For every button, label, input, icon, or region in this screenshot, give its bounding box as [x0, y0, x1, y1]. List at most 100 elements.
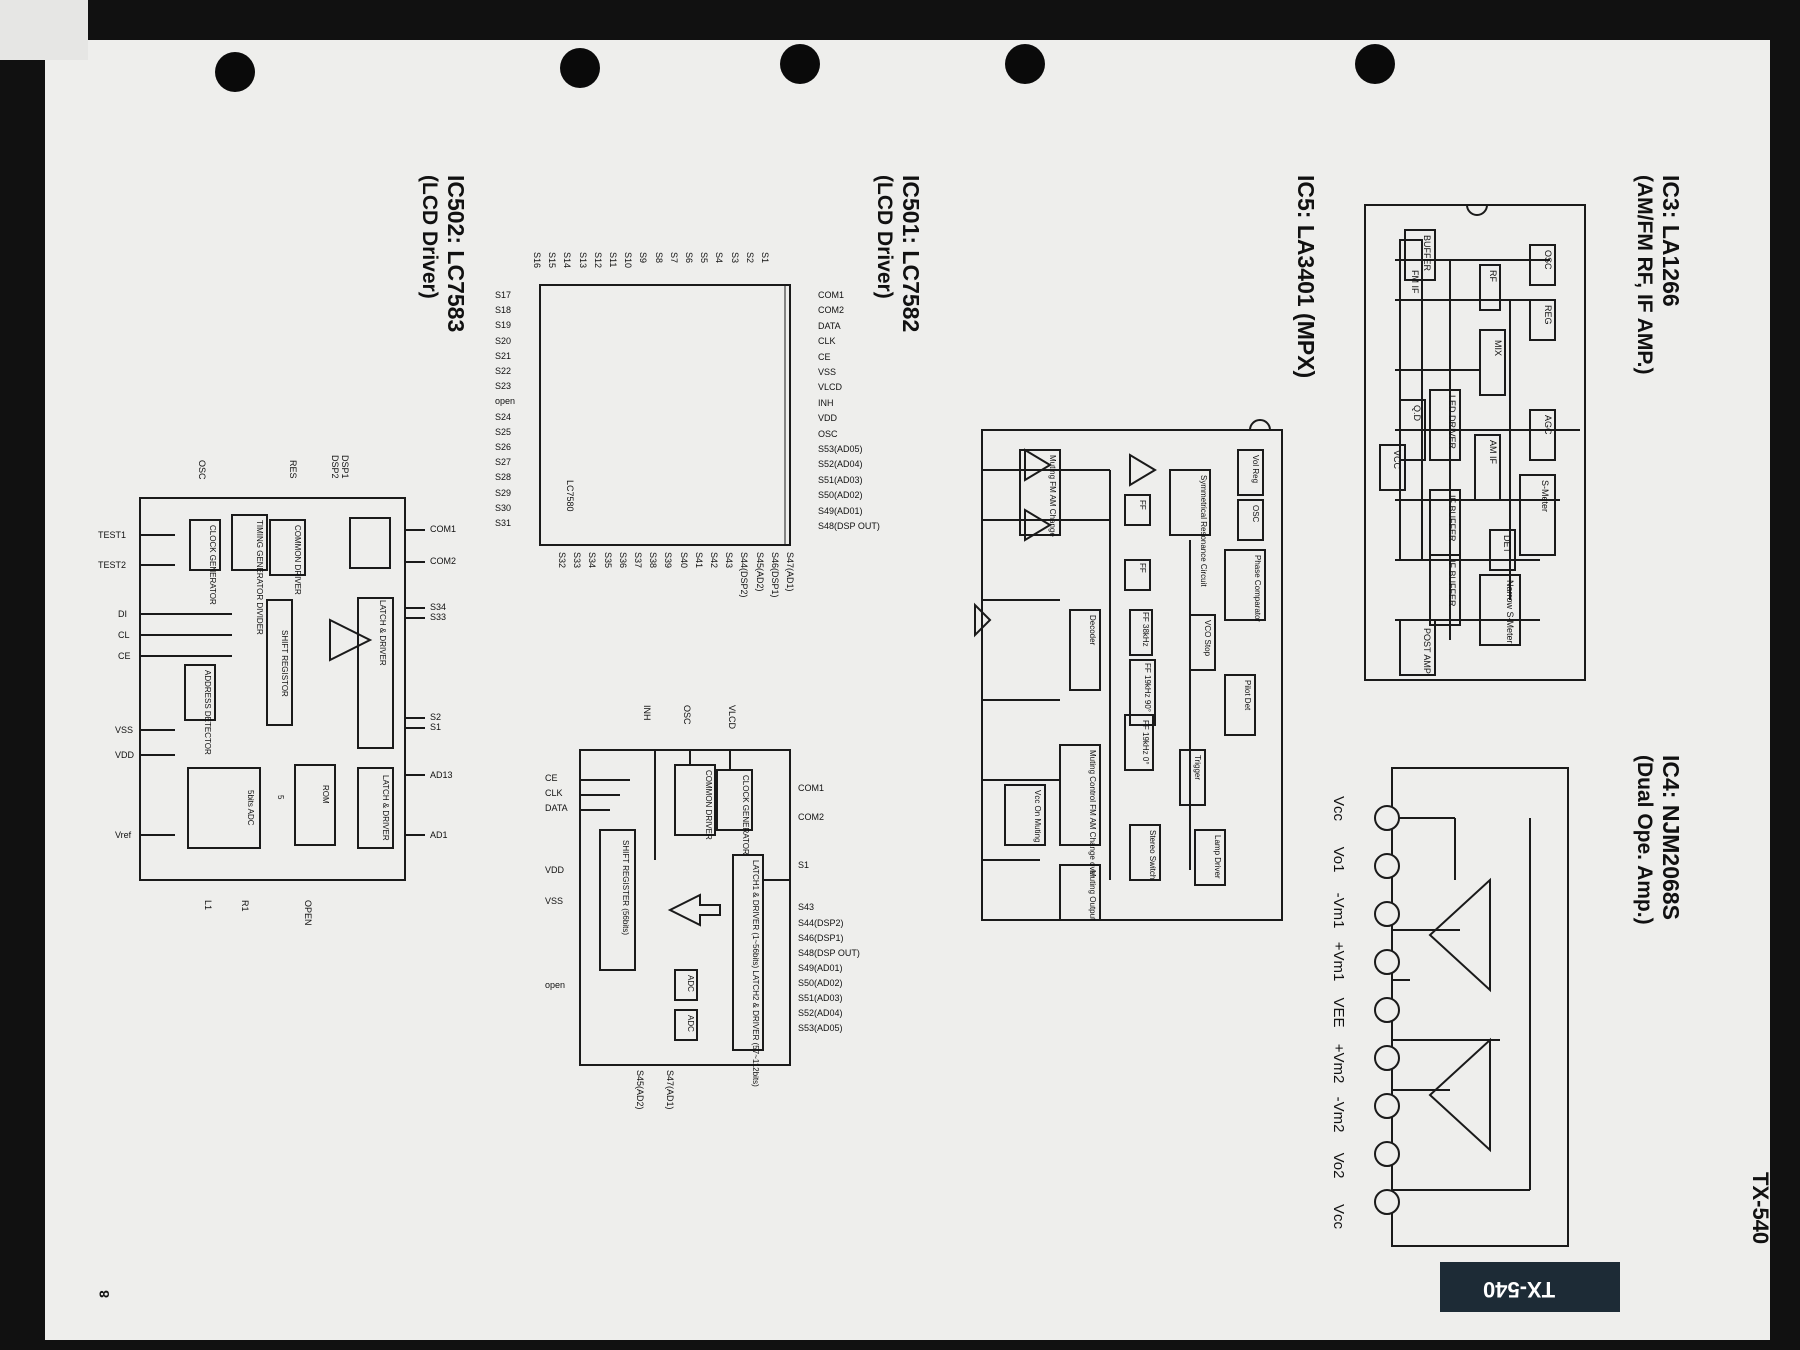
- ic502-block-label: 5: [276, 795, 285, 800]
- ic501-top-pin: S14: [562, 252, 573, 269]
- ic501-block-diagram: [579, 749, 791, 1066]
- ic501-top-pin: S3: [729, 252, 740, 264]
- ic501-left-pin: S23: [495, 381, 512, 392]
- ic501-subtitle: (LCD Driver): [873, 175, 896, 299]
- ic501-left-pin: open: [495, 396, 516, 407]
- ic501-right-pin: OSC: [818, 428, 838, 439]
- ic5-block-label: FF: [1138, 500, 1147, 510]
- ic501-right-pin: COM1: [818, 290, 845, 300]
- model-label: TX-540: [1748, 1172, 1773, 1245]
- ic501-right-pin: VLCD: [818, 382, 843, 393]
- ic501-block-label: ADC: [686, 975, 695, 992]
- ic3-block-label: FM IF: [1410, 270, 1420, 294]
- ic3-title: IC3: LA1266: [1658, 175, 1684, 307]
- ic5-block-label: Muting FM AM Change: [1048, 455, 1057, 537]
- ic501-bottom-pin: S44(DSP2): [739, 552, 750, 598]
- ic501-chip-label: LC7580: [565, 480, 575, 512]
- ic4-pin-label: VEE: [1330, 997, 1347, 1028]
- ic502-block-right-pin: AD1: [430, 830, 448, 840]
- ic501-right-pin: S52(AD04): [818, 459, 863, 470]
- ic3-block-label: AM IF: [1488, 440, 1498, 464]
- ic501-right-pin: S48(DSP OUT): [818, 521, 880, 531]
- ic501-right-pin: DATA: [818, 320, 841, 331]
- ic501-left-pin: S17: [495, 290, 512, 300]
- ic501-right-pin: S51(AD03): [818, 474, 863, 485]
- ic502-block-diagram: [139, 497, 425, 881]
- ic501-block-bottom-pin: S47(AD1): [665, 1070, 675, 1110]
- ic501-top-pin: S7: [668, 252, 679, 264]
- ic501-bottom-pin: S41: [693, 552, 704, 569]
- ic5-title: IC5: LA3401 (MPX): [1293, 175, 1319, 379]
- ic501-bottom-pin: S42: [709, 552, 719, 569]
- ic502-block-left-pin: VDD: [115, 750, 135, 760]
- page-number: 8: [96, 1290, 112, 1298]
- ic501-top-pin: S11: [608, 252, 618, 268]
- ic5-block-label: Symmetrical Resonance Circuit: [1199, 475, 1208, 587]
- ic501-top-pin: S13: [577, 252, 588, 269]
- ic502-block-top-pin: OSC: [197, 460, 207, 480]
- ic502-heading: IC502: LC7583 (LCD Driver): [416, 175, 470, 332]
- ic501-left-pin: S28: [495, 472, 512, 483]
- ic501-left-pin: S27: [495, 457, 512, 468]
- ic501-block-label: CLOCK GENERATOR: [741, 775, 750, 855]
- ic501-top-pin: S1: [760, 252, 770, 264]
- ic502-title: IC502: LC7583: [443, 175, 469, 333]
- ic4-heading: IC4: NJM2068S (Dual Ope. Amp.): [1631, 755, 1685, 925]
- ic501-bottom-pin: S39: [663, 552, 674, 569]
- ic502-block-label: ADDRESS DETECTOR: [203, 670, 212, 755]
- ic501-block-top-pin: VLCD: [727, 705, 737, 730]
- ic502-block-top-pin: DSP1: [340, 455, 350, 479]
- ic501-top-pin: S2: [744, 252, 755, 264]
- ic3-block-label: AGC: [1543, 415, 1553, 435]
- ic501-left-pin: S30: [495, 502, 512, 513]
- ic502-block-label: CLOCK GENERATOR: [208, 525, 217, 605]
- ic5-block-label: Pilot Det: [1243, 680, 1252, 711]
- ic501-left-pin: S20: [495, 335, 512, 346]
- ic3-block-label: LED DRIVER: [1447, 395, 1457, 450]
- ic4-opamp-diagram: [1391, 767, 1569, 1247]
- ic502-block-left-pin: CE: [118, 651, 131, 661]
- ic502-subtitle: (LCD Driver): [418, 175, 441, 299]
- ic501-bottom-pin: S38: [648, 552, 659, 569]
- ic3-block-label: IF BUFFER: [1447, 560, 1457, 607]
- binder-hole-1: [215, 52, 255, 92]
- ic4-pin-label: -Vm1: [1330, 892, 1347, 929]
- ic501-left-pin: S21: [495, 350, 512, 361]
- ic5-block-label: Muting Control FM AM Change over: [1088, 750, 1097, 878]
- ic501-block-label: ADC: [686, 1015, 695, 1032]
- ic501-block-label: LATCH1 & DRIVER (1~56bits) LATCH2 & DRIV…: [751, 860, 760, 1087]
- ic3-block-label: OSC: [1543, 250, 1553, 270]
- ic502-block-label: SHIFT REGISTOR: [280, 630, 289, 697]
- ic501-right-pin: CE: [818, 351, 831, 362]
- ic501-block-right-pin: S46(DSP1): [798, 933, 844, 943]
- binder-hole-2: [560, 48, 600, 88]
- ic3-block-label: IF BUFFER: [1447, 495, 1457, 542]
- ic3-subtitle: (AM/FM RF, IF AMP.): [1633, 175, 1656, 375]
- ic501-block-right-pin: S50(AD02): [798, 978, 843, 988]
- ic502-block-right-pin: S33: [430, 612, 447, 622]
- ic502-block-right-pin: S34: [430, 602, 447, 612]
- ic5-block-label: Vcc On Muting: [1033, 790, 1042, 843]
- ic3-block-label: Q.D: [1412, 405, 1422, 422]
- ic501-left-pin: S24: [495, 411, 512, 422]
- ic501-left-pin: S29: [495, 487, 512, 498]
- ic501-bottom-pin: S36: [617, 552, 628, 569]
- ic3-block-label: VCC: [1392, 450, 1402, 470]
- ic3-block-diagram: [1364, 204, 1586, 681]
- ic5-block-label: Phase Comparator: [1253, 555, 1262, 623]
- ic501-title: IC501: LC7582: [898, 175, 924, 333]
- ic501-block-right-pin: S52(AD04): [798, 1008, 843, 1018]
- ic501-block-right-pin: S44(DSP2): [798, 918, 844, 928]
- ic501-block-label: SHIFT REGISTER (56bits): [621, 840, 630, 935]
- ic5-block-label: FF 38kHz: [1141, 612, 1150, 647]
- ic4-pin-label: Vcc: [1330, 795, 1347, 821]
- ic4-subtitle: (Dual Ope. Amp.): [1633, 755, 1656, 925]
- ic502-block-label: TIMING GENERATOR DIVIDER: [255, 520, 264, 635]
- ic502-block-right-pin: COM1: [430, 524, 457, 534]
- ic501-block-left-pin: CLK: [545, 788, 563, 798]
- ic501-bottom-pin: S32: [557, 552, 567, 569]
- ic501-top-pin: S10: [623, 252, 634, 269]
- ic502-block-left-pin: CL: [118, 630, 130, 640]
- ic5-block-label: Lamp Driver: [1213, 835, 1222, 879]
- ic3-block-label: REG: [1543, 305, 1553, 325]
